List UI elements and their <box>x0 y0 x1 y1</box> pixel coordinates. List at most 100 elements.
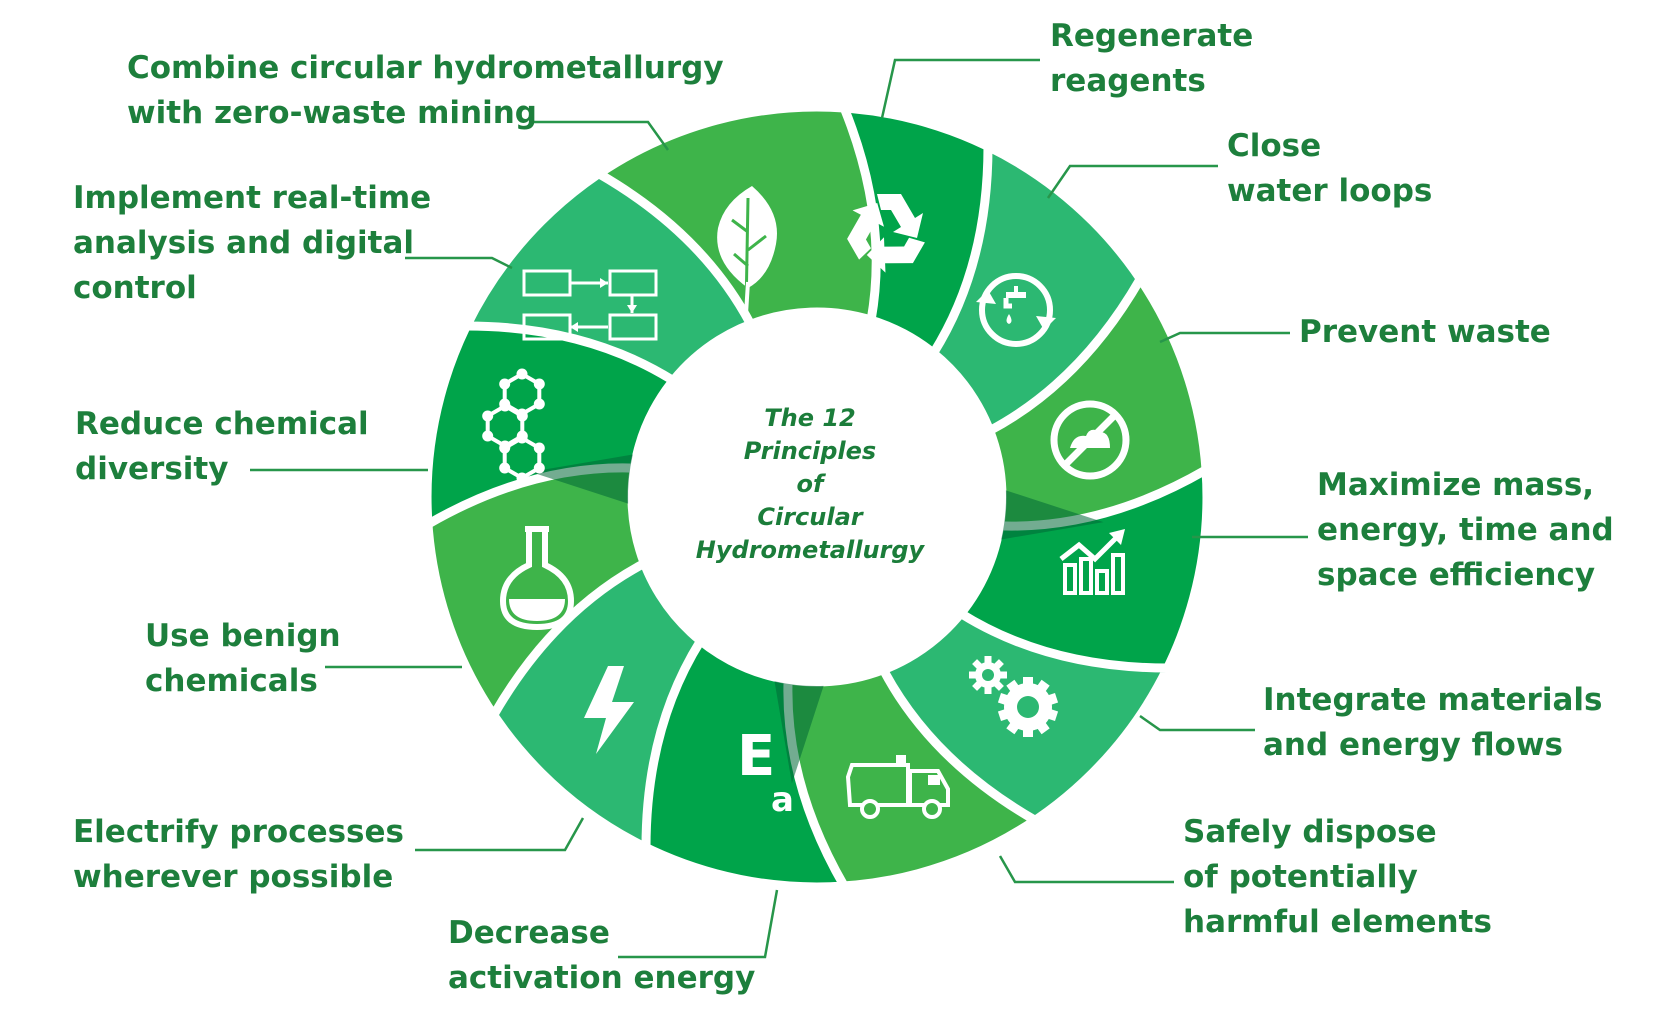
gear <box>969 656 1007 694</box>
molecule-atom <box>516 368 528 380</box>
leaf-stem <box>744 281 750 315</box>
label-line: and energy flows <box>1263 727 1563 763</box>
water-drop <box>1006 314 1012 324</box>
trend-line <box>1059 535 1119 563</box>
label-safely-dispose: Safely dispose of potentially harmful el… <box>1183 810 1492 945</box>
icon-letter-e: E <box>737 724 775 789</box>
connector-implement-real-time-analysis <box>405 256 513 270</box>
molecule-atom <box>533 442 545 454</box>
label-line: Integrate materials <box>1263 682 1603 718</box>
molecule-atom <box>516 410 528 422</box>
molecule-atom <box>499 400 511 412</box>
connector-close-water-loops <box>1046 164 1218 199</box>
label-line: space efficiency <box>1317 557 1596 593</box>
center-title-line: Circular <box>757 503 863 531</box>
molecule-icon <box>482 368 545 484</box>
molecule-atom <box>499 462 511 474</box>
truck-wheel <box>860 799 880 819</box>
label-regenerate-reagents: Regenerate reagents <box>1050 14 1253 104</box>
recycle-arrow <box>847 203 884 260</box>
molecule-atom <box>499 378 511 390</box>
label-line: reagents <box>1050 63 1206 99</box>
recycle-arrow <box>877 194 923 238</box>
label-line: Implement real-time <box>73 180 432 216</box>
gear-tooth <box>984 684 992 694</box>
label-line: Prevent waste <box>1299 314 1551 350</box>
connector-combine-zero-waste-mining <box>530 120 670 151</box>
label-line: Close <box>1227 128 1322 164</box>
label-line: Safely dispose <box>1183 814 1437 850</box>
center-disc <box>634 314 1000 680</box>
tap-body <box>1006 292 1026 298</box>
chart-bar <box>1095 569 1109 595</box>
no-waste-icon <box>1050 400 1130 480</box>
tap-handle <box>1014 286 1018 292</box>
center-title-line: Principles <box>743 437 877 465</box>
flow-box <box>608 313 658 341</box>
flask-liquid <box>509 599 565 621</box>
truck-wheel <box>922 799 942 819</box>
label-line: chemicals <box>145 663 318 699</box>
center-title: The 12 Principles of Circular Hydrometal… <box>645 402 975 567</box>
connector-lines <box>250 58 1308 959</box>
label-line: Use benign <box>145 618 341 654</box>
label-integrate-flows: Integrate materials and energy flows <box>1263 678 1602 768</box>
gear <box>997 677 1059 737</box>
label-line: control <box>73 270 197 306</box>
label-line: Maximize mass, <box>1317 467 1595 503</box>
leaf-veins <box>731 197 767 313</box>
loop-arrowhead <box>976 290 996 304</box>
center-title-line: of <box>796 470 824 498</box>
label-line: water loops <box>1227 173 1433 209</box>
flow-arrowheads <box>570 278 637 332</box>
chart-bar <box>1079 557 1093 595</box>
trend-arrowhead <box>1109 529 1125 545</box>
label-reduce-chemical-diversity: Reduce chemical diversity <box>75 402 369 492</box>
connector-regenerate-reagents <box>880 58 1040 119</box>
gear-hole <box>1017 696 1039 718</box>
label-prevent-waste: Prevent waste <box>1299 310 1551 355</box>
lightning-icon <box>584 666 634 754</box>
recycle-icon <box>847 194 925 273</box>
recycle-arrow <box>866 237 925 273</box>
gear-tooth <box>1023 727 1033 737</box>
flask-icon <box>499 526 575 631</box>
flow-diagram-icon <box>522 269 658 341</box>
recycle-arrow-shape <box>877 194 923 238</box>
label-line: with zero-waste mining <box>127 95 537 131</box>
label-implement-real-time-analysis: Implement real-time analysis and digital… <box>73 176 431 311</box>
label-line: Decrease <box>448 915 610 951</box>
truck-window <box>928 775 940 785</box>
gear-tooth <box>1023 677 1033 687</box>
label-line: wherever possible <box>73 859 394 895</box>
connector-decrease-activation-energy <box>618 889 779 959</box>
leaf-icon <box>717 186 777 315</box>
label-line: energy, time and <box>1317 512 1614 548</box>
gear-hole <box>982 669 994 681</box>
truck-cab <box>908 769 950 807</box>
center-title-line: The 12 <box>764 404 856 432</box>
connector-electrify-processes <box>415 817 585 852</box>
molecule-atom <box>533 462 545 474</box>
segment-shadow <box>530 454 633 504</box>
connector-safely-dispose <box>998 855 1174 884</box>
segment-shadow <box>774 681 824 784</box>
molecule-atom <box>499 442 511 454</box>
flask-outline <box>499 526 575 631</box>
activation-energy-icon: Ea <box>737 724 794 820</box>
icon-letter-a: a <box>771 780 794 820</box>
loop-arrowhead <box>1036 316 1056 330</box>
label-line: harmful elements <box>1183 904 1492 940</box>
label-line: Reduce chemical <box>75 406 369 442</box>
molecule-atom <box>516 472 528 484</box>
molecule-atom <box>533 398 545 410</box>
label-line: activation energy <box>448 960 756 996</box>
label-line: of potentially <box>1183 859 1418 895</box>
gears-icon <box>969 656 1059 737</box>
molecule-atom <box>516 432 528 444</box>
connector-prevent-waste <box>1159 331 1290 344</box>
center-title-line: Hydrometallurgy <box>695 536 925 564</box>
label-line: diversity <box>75 451 229 487</box>
